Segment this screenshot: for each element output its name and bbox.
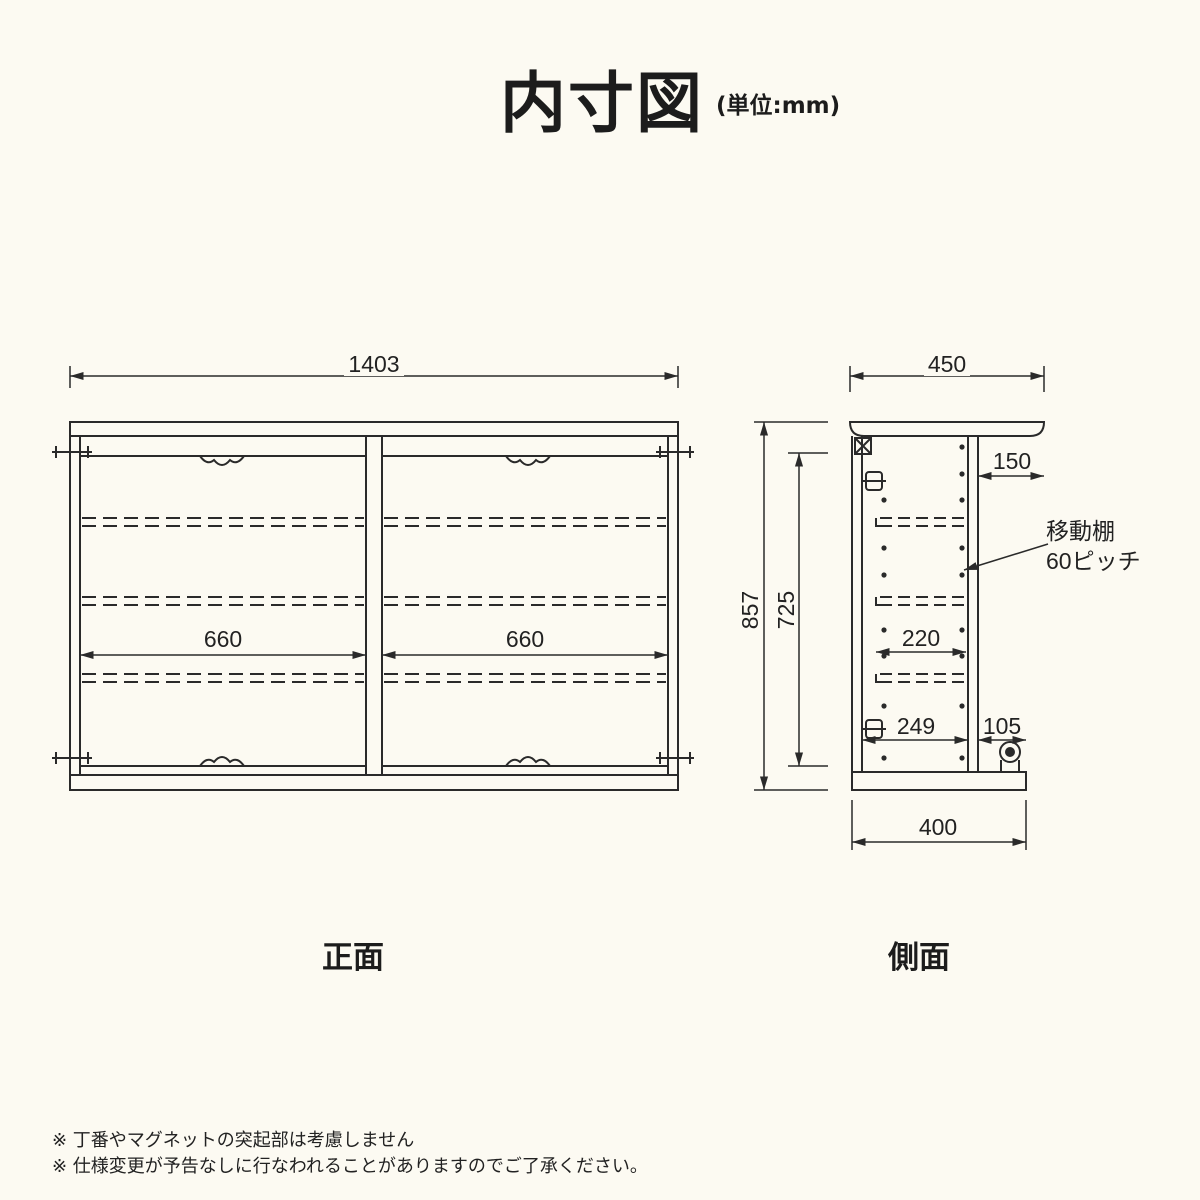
side-latch-box [854, 437, 872, 455]
shelf-note-line2: 60ピッチ [1046, 548, 1141, 574]
front-view-label: 正面 [322, 940, 384, 976]
dim-400-label: 400 [919, 814, 957, 840]
front-view [52, 366, 694, 791]
front-finger-pull-bottom-left [199, 756, 245, 767]
dim-249-label: 249 [897, 713, 935, 739]
dim-660-right-label: 660 [506, 626, 544, 652]
front-finger-pull-top-right [505, 455, 551, 466]
front-finger-pull-top-left [199, 455, 245, 466]
side-base [851, 771, 1027, 791]
shelf-note-leader [963, 543, 1049, 571]
side-view-label: 側面 [888, 940, 950, 976]
dim-857-label: 857 [737, 591, 763, 629]
note-2: ※ 仕様変更が予告なしに行なわれることがありますのでご了承ください。 [52, 1156, 648, 1177]
front-hinge-pins [52, 446, 694, 764]
side-top-board [848, 421, 1046, 437]
dim-450-label: 450 [928, 351, 966, 377]
page-title: 内寸図 [500, 65, 704, 142]
shelf-note-line1: 移動棚 [1046, 518, 1115, 544]
unit-label: (単位:mm) [716, 93, 841, 119]
dim-150-label: 150 [993, 448, 1031, 474]
front-center-divider [365, 435, 383, 776]
dim-220-label: 220 [902, 625, 940, 651]
dim-105-label: 105 [983, 713, 1021, 739]
side-view [848, 421, 1046, 791]
dim-725-label: 725 [773, 591, 799, 629]
side-shelves [880, 517, 966, 683]
front-finger-pull-bottom-right [505, 756, 551, 767]
dim-1403-label: 1403 [348, 351, 399, 377]
dim-660-left-label: 660 [204, 626, 242, 652]
front-shelves [82, 517, 666, 683]
note-1: ※ 丁番やマグネットの突起部は考慮しません [52, 1130, 415, 1151]
front-outer-frame [69, 421, 679, 791]
